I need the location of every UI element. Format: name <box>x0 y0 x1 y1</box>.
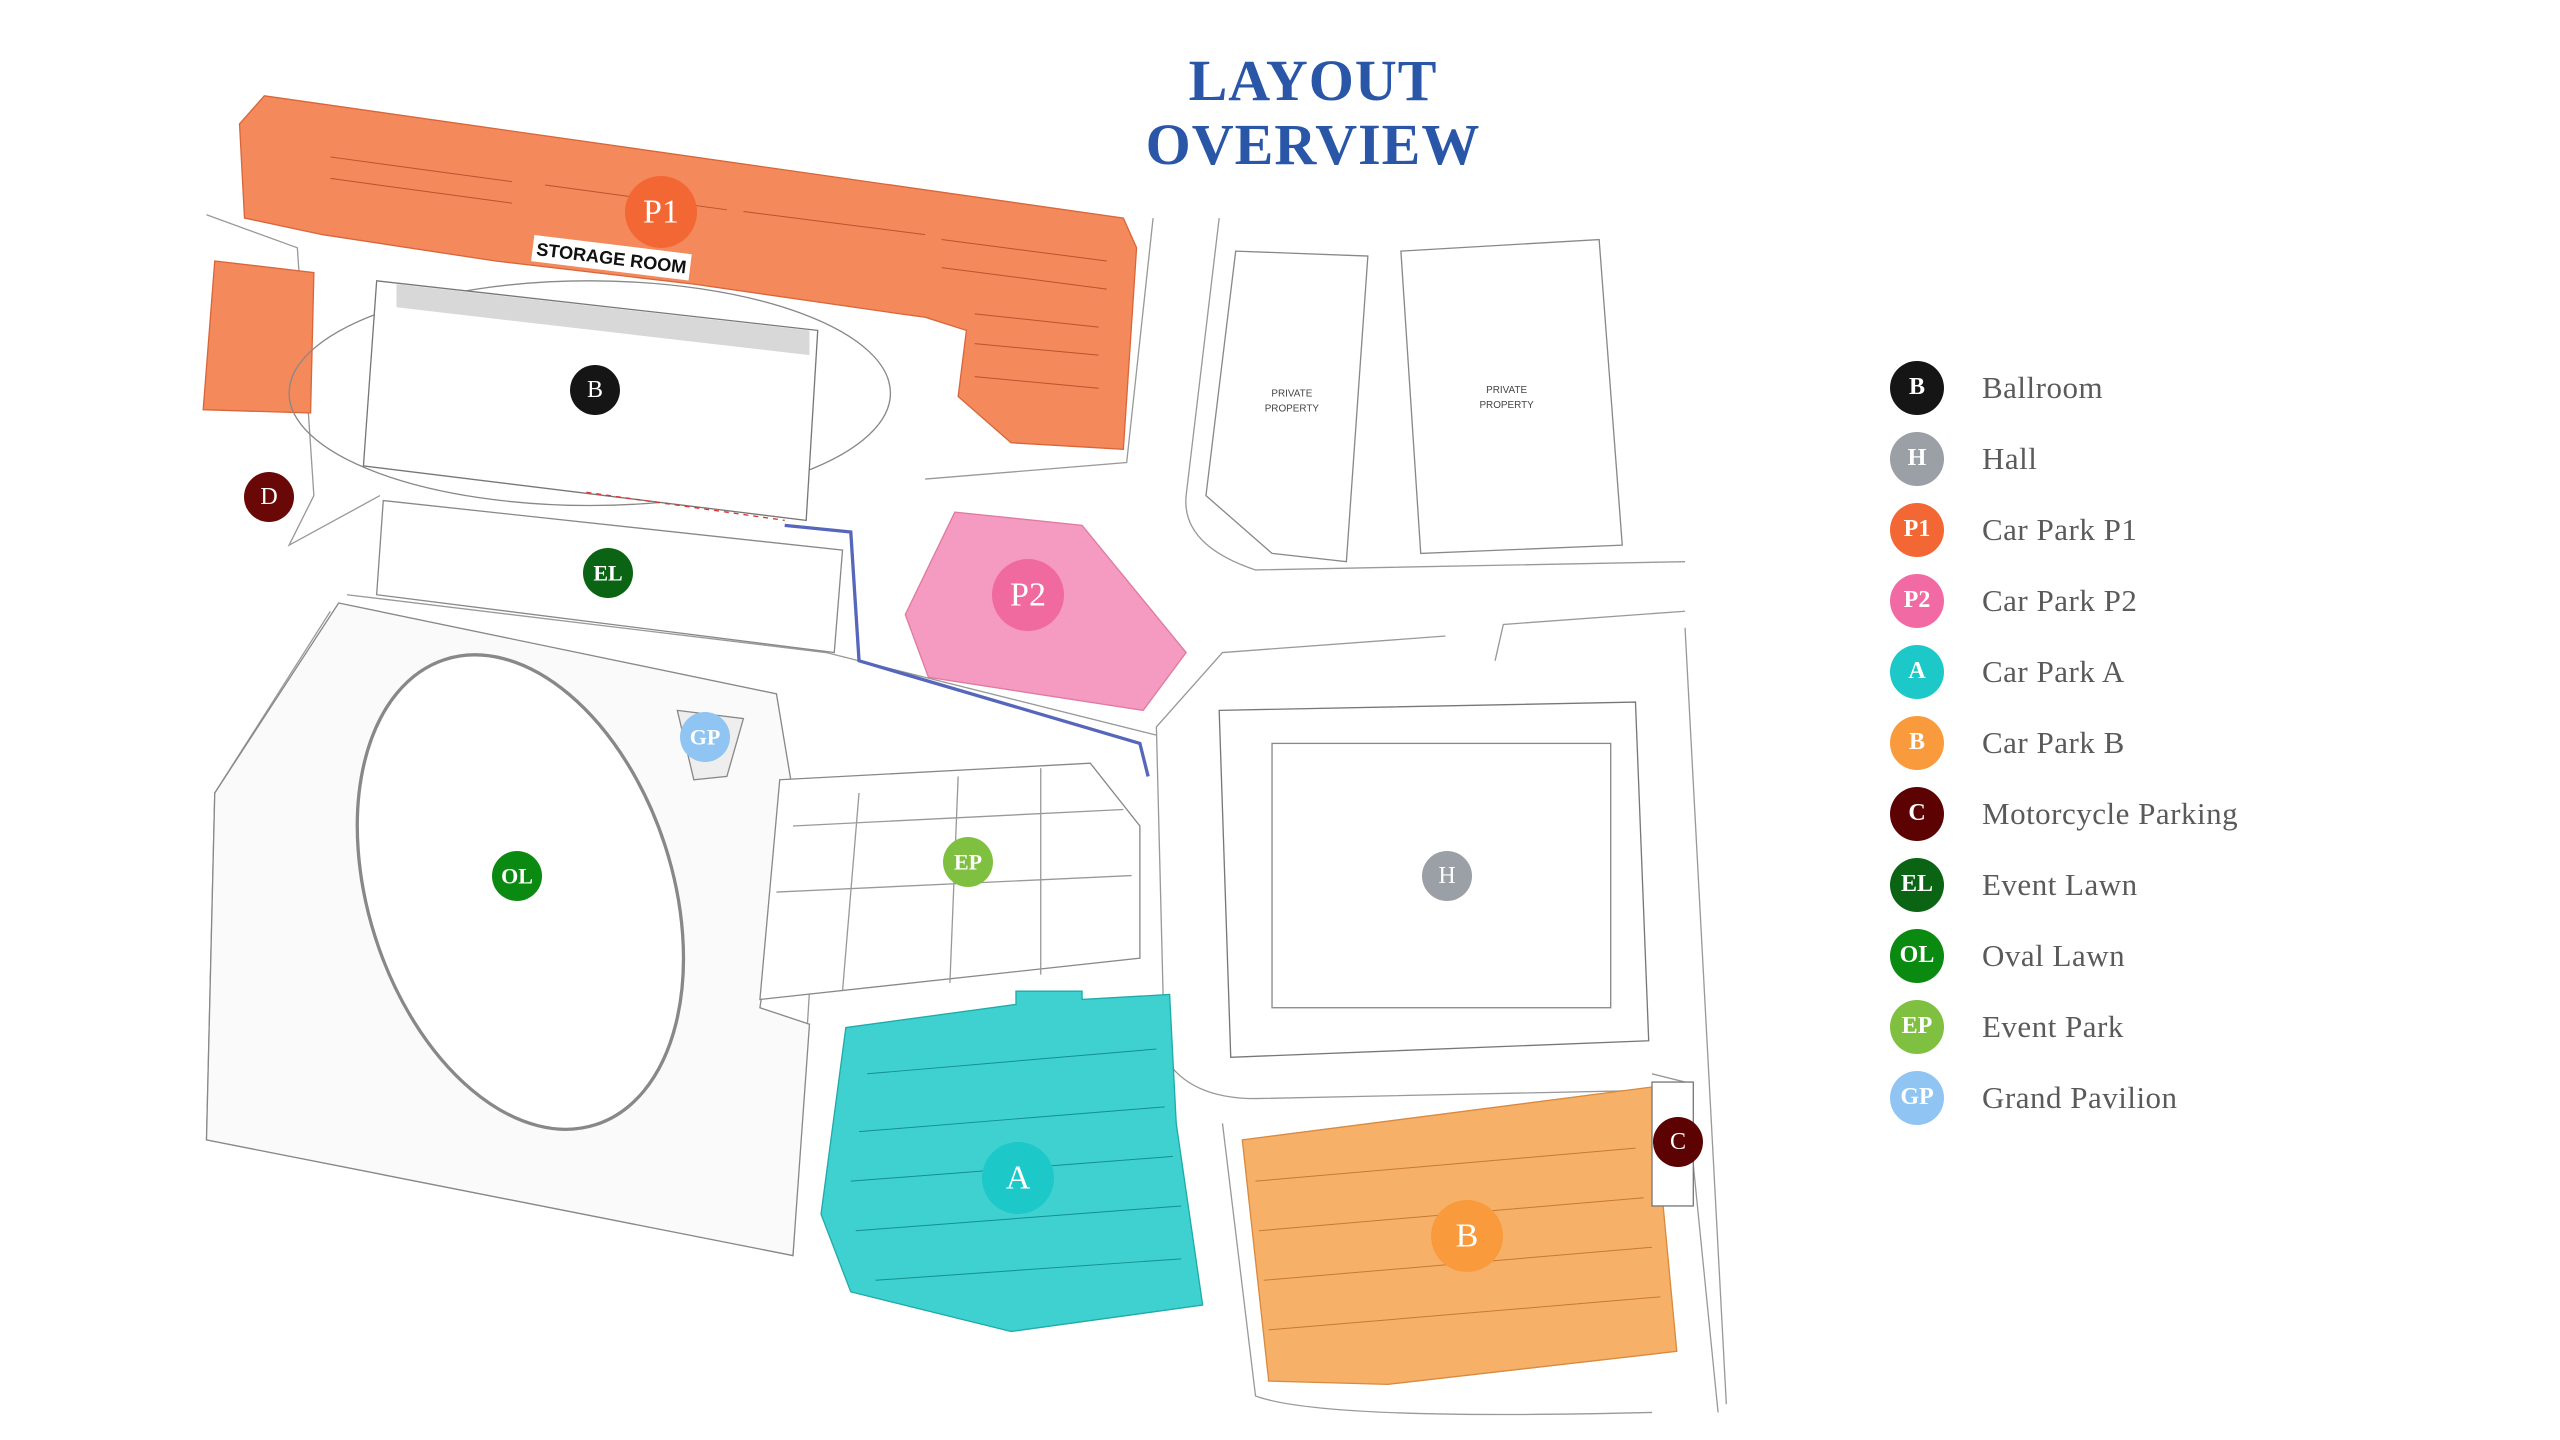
legend-item: P1 Car Park P1 <box>1890 494 2238 565</box>
legend-marker-icon: A <box>1890 644 1944 699</box>
svg-text:P2: P2 <box>1010 577 1046 614</box>
marker-car-park-a[interactable]: A <box>982 1142 1054 1214</box>
legend-item: EL Event Lawn <box>1890 849 2238 920</box>
legend-item: B Car Park B <box>1890 707 2238 778</box>
legend-marker-icon: P1 <box>1890 502 1944 557</box>
private-property-label: PROPERTY <box>1265 403 1320 414</box>
legend-label: Car Park P2 <box>1982 582 2138 618</box>
svg-text:EL: EL <box>593 561 622 586</box>
svg-text:B: B <box>587 377 603 403</box>
marker-car-park-b[interactable]: B <box>1431 1200 1503 1272</box>
legend-label: Event Park <box>1982 1008 2124 1044</box>
legend-item: OL Oval Lawn <box>1890 920 2238 991</box>
legend-marker-icon: P2 <box>1890 573 1944 628</box>
legend-marker-icon: EP <box>1890 999 1944 1054</box>
legend-label: Car Park P1 <box>1982 511 2138 547</box>
legend-item: C Motorcycle Parking <box>1890 778 2238 849</box>
legend-item: B Ballroom <box>1890 352 2238 423</box>
marker-oval-lawn[interactable]: OL <box>492 851 542 901</box>
legend-label: Grand Pavilion <box>1982 1079 2178 1115</box>
svg-text:D: D <box>260 484 277 510</box>
legend-item: EP Event Park <box>1890 991 2238 1062</box>
marker-event-park[interactable]: EP <box>943 837 993 887</box>
marker-p1[interactable]: P1 <box>625 176 697 248</box>
legend-marker-icon: B <box>1890 360 1944 415</box>
legend-item: GP Grand Pavilion <box>1890 1062 2238 1133</box>
legend-item: H Hall <box>1890 423 2238 494</box>
marker-ballroom[interactable]: B <box>570 365 620 415</box>
red-walkway <box>586 491 785 522</box>
legend-marker-icon: B <box>1890 715 1944 770</box>
svg-text:GP: GP <box>690 725 721 750</box>
legend-label: Event Lawn <box>1982 866 2138 902</box>
svg-text:H: H <box>1438 863 1455 889</box>
private-property-1: PRIVATE PROPERTY <box>1205 250 1369 563</box>
private-property-2: PRIVATE PROPERTY <box>1400 238 1623 555</box>
svg-text:C: C <box>1670 1129 1686 1155</box>
map-title-line2: OVERVIEW <box>1145 112 1481 177</box>
private-property-label: PRIVATE <box>1271 388 1312 399</box>
car-park-p1-west-area[interactable] <box>202 260 315 414</box>
legend-marker-icon: H <box>1890 431 1944 486</box>
svg-text:EP: EP <box>954 850 982 875</box>
legend-marker-icon: OL <box>1890 928 1944 983</box>
blue-walkway <box>784 523 1150 777</box>
legend-label: Car Park A <box>1982 653 2125 689</box>
marker-hall[interactable]: H <box>1422 851 1472 901</box>
legend-item: A Car Park A <box>1890 636 2238 707</box>
svg-text:A: A <box>1006 1160 1031 1197</box>
marker-d[interactable]: D <box>244 472 294 522</box>
marker-motorcycle-parking[interactable]: C <box>1653 1117 1703 1167</box>
svg-text:P1: P1 <box>643 194 679 231</box>
svg-text:OL: OL <box>501 864 533 889</box>
marker-grand-pavilion[interactable]: GP <box>680 712 730 762</box>
private-property-label: PRIVATE <box>1486 385 1527 396</box>
legend-item: P2 Car Park P2 <box>1890 565 2238 636</box>
legend-label: Hall <box>1982 440 2038 476</box>
map-title-line1: LAYOUT <box>1188 48 1438 113</box>
event-park-area[interactable] <box>759 762 1141 1001</box>
legend-marker-icon: GP <box>1890 1070 1944 1125</box>
legend-marker-icon: EL <box>1890 857 1944 912</box>
marker-p2[interactable]: P2 <box>992 559 1064 631</box>
private-property-label: PROPERTY <box>1479 400 1534 411</box>
legend-marker-icon: C <box>1890 786 1944 841</box>
legend-label: Ballroom <box>1982 369 2104 405</box>
legend-label: Oval Lawn <box>1982 937 2126 973</box>
legend-label: Motorcycle Parking <box>1982 795 2239 831</box>
legend-label: Car Park B <box>1982 724 2125 760</box>
marker-event-lawn[interactable]: EL <box>583 548 633 598</box>
ballroom-loop-road <box>288 280 892 507</box>
svg-text:B: B <box>1456 1218 1479 1255</box>
